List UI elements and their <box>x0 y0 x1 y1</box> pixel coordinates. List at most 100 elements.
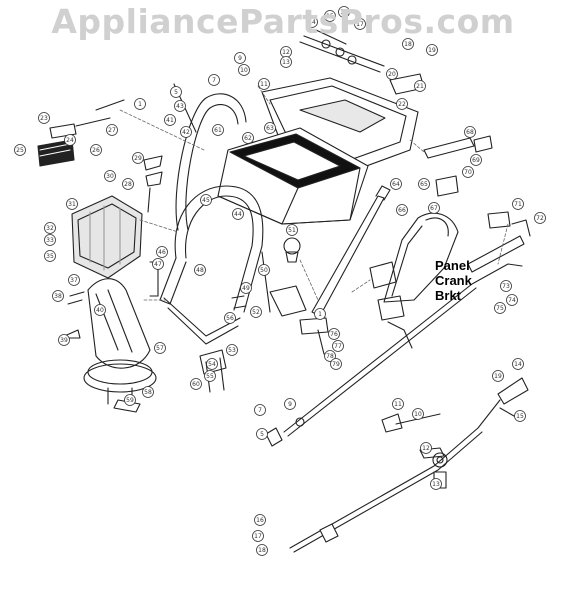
part-callout-number: 54 <box>208 361 216 368</box>
part-callout-number: 32 <box>46 225 54 232</box>
part-callout-circle <box>224 312 236 324</box>
part-callout-number: 10 <box>414 411 422 418</box>
part-callout-circle <box>258 264 270 276</box>
part-callout-number: 55 <box>206 373 214 380</box>
part-callout-circle <box>152 258 164 270</box>
part-callout-circle <box>390 178 402 190</box>
part-callout-circle <box>200 194 212 206</box>
part-callout-circle <box>238 64 250 76</box>
part-callout-circle <box>38 112 50 124</box>
part-callout-number: 72 <box>536 215 544 222</box>
part-callout-circle <box>66 198 78 210</box>
part-callout-circle <box>426 44 438 56</box>
part-callout-circle <box>512 358 524 370</box>
part-callout-circle <box>396 204 408 216</box>
part-callout-circle <box>354 18 366 30</box>
part-callout-circle <box>122 178 134 190</box>
part-callout-number: 60 <box>192 381 200 388</box>
part-callout-circle <box>64 134 76 146</box>
part-callout-circle <box>280 56 292 68</box>
part-callout-number: 31 <box>68 201 76 208</box>
part-callout-number: 52 <box>252 309 260 316</box>
callout-line-panel: Panel <box>435 258 470 273</box>
part-callout-circle <box>492 370 504 382</box>
leader-lines <box>119 85 509 301</box>
part-callout-number: 17 <box>254 533 262 540</box>
part-callout-circle <box>286 224 298 236</box>
part-callout-number: 18 <box>404 41 412 48</box>
part-callout-circle <box>330 358 342 370</box>
part-callout-circle <box>226 344 238 356</box>
part-callout-number: 77 <box>334 343 342 350</box>
part-callout-circle <box>412 408 424 420</box>
part-callout-number: 12 <box>282 49 290 56</box>
part-callout-number: 5 <box>174 89 178 96</box>
part-callout-number: 28 <box>124 181 132 188</box>
part-callout-number: 47 <box>154 261 162 268</box>
part-callout-circle <box>174 100 186 112</box>
panel-crank-bracket-label: Panel Crank Brkt <box>435 258 472 303</box>
part-callout-number: 46 <box>158 249 166 256</box>
part-callout-circle <box>154 342 166 354</box>
part-callout-circle <box>392 398 404 410</box>
part-callout-number: 40 <box>96 307 104 314</box>
part-callout-circle <box>68 274 80 286</box>
part-callout-number: 69 <box>472 157 480 164</box>
part-callout-circle <box>180 126 192 138</box>
part-callout-number: 64 <box>392 181 400 188</box>
part-callout-circle <box>430 478 442 490</box>
part-callout-circle <box>156 246 168 258</box>
part-callout-number: 12 <box>422 445 430 452</box>
part-callout-number: 9 <box>238 55 242 62</box>
callout-line-crank: Crank <box>435 273 472 288</box>
part-callout-number: 39 <box>60 337 68 344</box>
part-callout-number: 5 <box>260 431 264 438</box>
part-callout-number: 13 <box>432 481 440 488</box>
part-callout-circle <box>414 80 426 92</box>
part-callout-number: 44 <box>234 211 242 218</box>
part-callout-number: 62 <box>244 135 252 142</box>
part-callout-number: 61 <box>214 127 222 134</box>
part-callout-circle <box>402 38 414 50</box>
part-callout-number: 35 <box>46 253 54 260</box>
part-callout-circle <box>264 122 276 134</box>
part-callout-number: 78 <box>326 353 334 360</box>
part-callout-circle <box>132 152 144 164</box>
part-callout-number: 13 <box>282 59 290 66</box>
part-callout-circle <box>134 98 146 110</box>
part-callout-circle <box>104 170 116 182</box>
part-callout-number: 79 <box>332 361 340 368</box>
part-callout-number: 59 <box>126 397 134 404</box>
part-callout-number: 30 <box>106 173 114 180</box>
part-callout-number: 75 <box>496 305 504 312</box>
part-callout-circle <box>332 340 344 352</box>
part-callout-number: 7 <box>258 407 262 414</box>
part-callout-number: 48 <box>196 267 204 274</box>
part-callout-number: 20 <box>388 71 396 78</box>
part-callout-circle <box>494 302 506 314</box>
chute-crank-rod-upper <box>265 263 523 447</box>
part-callout-circle <box>106 124 118 136</box>
part-callout-number: 17 <box>356 21 364 28</box>
crank-bracket <box>369 212 459 349</box>
part-callout-number: 56 <box>226 315 234 322</box>
part-callout-number: 25 <box>16 147 24 154</box>
part-callout-number: 49 <box>242 285 250 292</box>
part-callout-number: 38 <box>54 293 62 300</box>
part-callout-circle <box>314 308 326 320</box>
part-callout-circle <box>240 282 252 294</box>
part-callout-number: 58 <box>144 389 152 396</box>
part-callout-number: 43 <box>176 103 184 110</box>
part-callout-number: 65 <box>420 181 428 188</box>
part-callout-number: 9 <box>288 401 292 408</box>
part-callout-circle <box>252 530 264 542</box>
part-callout-circle <box>90 144 102 156</box>
part-callout-circle <box>206 358 218 370</box>
part-callout-number: 15 <box>326 13 334 20</box>
part-callout-circle <box>256 428 268 440</box>
part-callout-number: 23 <box>40 115 48 122</box>
small-hardware-center <box>231 237 329 355</box>
